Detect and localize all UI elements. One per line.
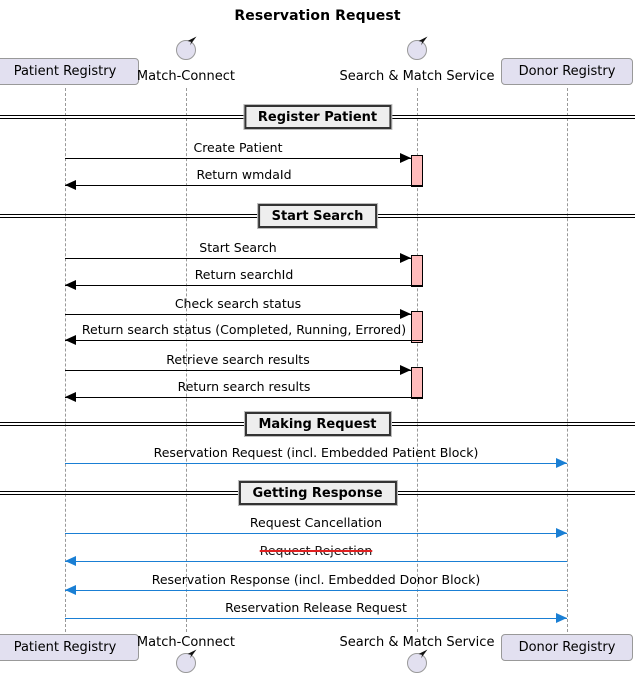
group-label-start-search: Start Search	[256, 203, 379, 229]
group-label-register-patient: Register Patient	[242, 104, 393, 130]
message-label-return-searchid: Return searchId	[194, 267, 294, 282]
arrowhead-left	[65, 392, 76, 402]
control-circle-arrow-icon-search-match-service-top	[405, 35, 431, 61]
activation-bar	[411, 155, 423, 187]
message-line	[65, 397, 423, 398]
control-circle-arrow-icon-search-match-service-bottom	[405, 648, 431, 674]
participant-donor-registry-bottom[interactable]: Donor Registry	[501, 634, 633, 661]
message-line	[65, 370, 411, 371]
lifeline-search-match-service	[417, 88, 418, 632]
participant-donor-registry-top[interactable]: Donor Registry	[501, 58, 633, 85]
arrowhead-left	[65, 180, 76, 190]
participant-search-match-service-top-label[interactable]: Search & Match Service	[339, 69, 495, 84]
group-divider-start-search: Start Search	[0, 203, 635, 229]
message-label-check-search-status: Check search status	[174, 296, 302, 311]
message-label-reservation-request-incl-embedded-patient-block: Reservation Request (incl. Embedded Pati…	[153, 445, 479, 460]
message-arrow-reservation-release-request	[65, 613, 567, 623]
message-arrow-retrieve-search-results	[65, 365, 411, 375]
message-line	[65, 561, 567, 562]
message-arrow-start-search	[65, 253, 411, 263]
arrowhead-right	[556, 458, 567, 468]
message-label-return-wmdaid: Return wmdaId	[196, 167, 292, 182]
activation-bar	[411, 255, 423, 287]
arrowhead-left	[65, 585, 76, 595]
message-line	[65, 618, 567, 619]
message-label-start-search: Start Search	[199, 240, 277, 255]
message-label-return-search-results: Return search results	[177, 379, 311, 394]
message-line	[65, 463, 567, 464]
participant-search-match-service-bottom-label[interactable]: Search & Match Service	[339, 635, 495, 650]
message-line	[65, 314, 411, 315]
message-line	[65, 158, 411, 159]
page-title: Reservation Request	[234, 8, 401, 24]
message-line	[65, 590, 567, 591]
message-line	[65, 258, 411, 259]
message-label-request-cancellation: Request Cancellation	[249, 515, 383, 530]
message-arrow-create-patient	[65, 153, 411, 163]
participant-match-connect-bottom-label[interactable]: Match-Connect	[136, 635, 236, 650]
message-arrow-return-searchid	[65, 280, 423, 290]
arrowhead-right	[556, 528, 567, 538]
message-line	[65, 340, 423, 341]
message-arrow-reservation-response-incl-embedded-donor-block	[65, 585, 567, 595]
message-arrow-request-cancellation	[65, 528, 567, 538]
message-arrow-reservation-request-incl-embedded-patient-block	[65, 458, 567, 468]
participant-patient-registry-top[interactable]: Patient Registry	[0, 58, 139, 85]
lifeline-patient-registry	[65, 88, 66, 632]
message-arrow-return-search-results	[65, 392, 423, 402]
arrowhead-right	[400, 365, 411, 375]
message-arrow-request-rejection	[65, 556, 567, 566]
message-line	[65, 185, 423, 186]
arrowhead-right	[400, 253, 411, 263]
group-divider-getting-response: Getting Response	[0, 480, 635, 506]
message-label-request-rejection: Request Rejection	[259, 543, 373, 558]
arrowhead-left	[65, 556, 76, 566]
message-arrow-check-search-status	[65, 309, 411, 319]
message-label-create-patient: Create Patient	[193, 140, 283, 155]
arrowhead-left	[65, 335, 76, 345]
control-circle-arrow-icon-match-connect-bottom	[174, 648, 200, 674]
group-divider-making-request: Making Request	[0, 411, 635, 437]
group-label-getting-response: Getting Response	[237, 480, 398, 506]
group-label-making-request: Making Request	[243, 411, 392, 437]
participant-patient-registry-bottom[interactable]: Patient Registry	[0, 634, 139, 661]
control-circle-arrow-icon-match-connect-top	[174, 35, 200, 61]
participant-match-connect-top-label[interactable]: Match-Connect	[136, 69, 236, 84]
message-label-reservation-release-request: Reservation Release Request	[225, 600, 407, 615]
arrowhead-left	[65, 280, 76, 290]
group-divider-register-patient: Register Patient	[0, 104, 635, 130]
arrowhead-right	[400, 153, 411, 163]
activation-bar	[411, 311, 423, 343]
message-arrow-return-search-status-completed-running-errored	[65, 335, 423, 345]
lifeline-match-connect	[186, 88, 187, 632]
arrowhead-right	[556, 613, 567, 623]
message-label-return-search-status-completed-running-errored: Return search status (Completed, Running…	[81, 322, 407, 337]
message-label-retrieve-search-results: Retrieve search results	[166, 352, 310, 367]
lifeline-donor-registry	[567, 88, 568, 632]
activation-bar	[411, 367, 423, 399]
message-label-reservation-response-incl-embedded-donor-block: Reservation Response (incl. Embedded Don…	[151, 572, 481, 587]
message-line	[65, 285, 423, 286]
message-arrow-return-wmdaid	[65, 180, 423, 190]
arrowhead-right	[400, 309, 411, 319]
message-line	[65, 533, 567, 534]
